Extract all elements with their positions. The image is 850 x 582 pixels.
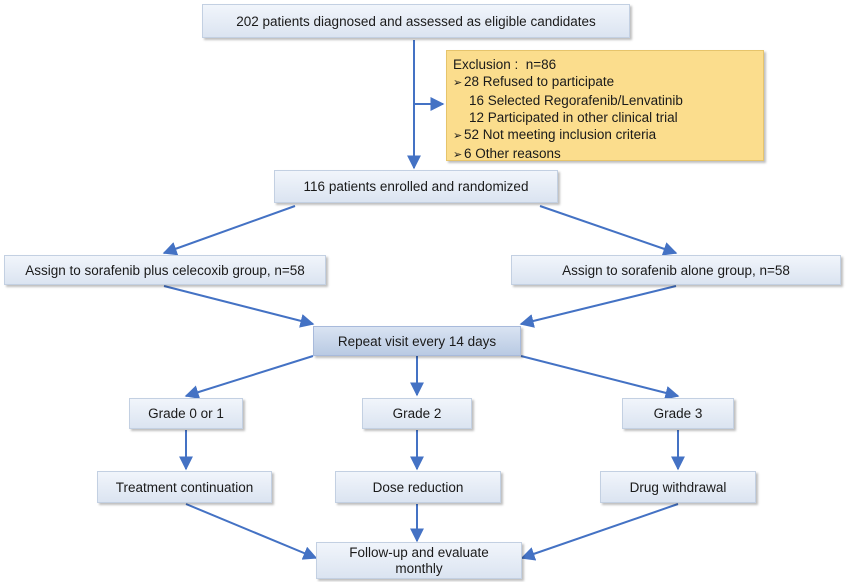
eligible-box: 202 patients diagnosed and assessed as e…	[202, 4, 630, 38]
arrow-continuation-to-followup	[185, 503, 318, 560]
exclusion-title: Exclusion : n=86	[453, 57, 557, 72]
grade01-box: Grade 0 or 1	[129, 398, 243, 429]
arrow-combo-to-repeat	[163, 285, 315, 328]
grade01-text: Grade 0 or 1	[148, 406, 224, 421]
alone-group-box: Assign to sorafenib alone group, n=58	[511, 255, 841, 285]
grade3-text: Grade 3	[653, 406, 703, 421]
arrow-repeat-to-grade01	[184, 355, 314, 399]
exclusion-item: 16 Selected Regorafenib/Lenvatinib	[469, 93, 683, 108]
dose-reduction-box: Dose reduction	[335, 471, 501, 503]
repeat-visit-text: Repeat visit every 14 days	[337, 333, 497, 349]
arrow-enrolled-to-combo	[162, 205, 296, 256]
arrow-enrolled-to-alone	[539, 205, 678, 256]
arrow-repeat-to-grade3	[520, 355, 680, 400]
continuation-text: Treatment continuation	[115, 479, 254, 495]
arrow-bullet-icon: ➢	[453, 130, 463, 142]
arrow-withdrawal-to-followup	[520, 503, 679, 561]
exclusion-item: 12 Participated in other clinical trial	[469, 110, 678, 125]
exclusion-item: ➢6 Other reasons	[453, 145, 757, 164]
enrolled-box: 116 patients enrolled and randomized	[274, 170, 558, 203]
grade2-box: Grade 2	[362, 398, 472, 429]
dose-reduction-text: Dose reduction	[372, 479, 464, 495]
exclusion-item: ➢28 Refused to participate	[453, 73, 757, 92]
arrow-bullet-icon: ➢	[453, 149, 463, 161]
alone-group-text: Assign to sorafenib alone group, n=58	[562, 262, 790, 278]
enrolled-text: 116 patients enrolled and randomized	[303, 179, 529, 194]
arrow-alone-to-repeat	[519, 285, 677, 328]
grade2-text: Grade 2	[392, 406, 442, 421]
eligible-text: 202 patients diagnosed and assessed as e…	[236, 13, 596, 29]
followup-box: Follow-up and evaluate monthly	[316, 542, 522, 579]
exclusion-box: Exclusion : n=86 ➢28 Refused to particip…	[446, 50, 764, 161]
combo-group-box: Assign to sorafenib plus celecoxib group…	[4, 255, 326, 285]
followup-text: Follow-up and evaluate monthly	[349, 544, 489, 576]
withdrawal-text: Drug withdrawal	[629, 479, 727, 495]
continuation-box: Treatment continuation	[97, 471, 272, 503]
grade3-box: Grade 3	[622, 398, 734, 429]
withdrawal-box: Drug withdrawal	[600, 471, 756, 503]
arrow-bullet-icon: ➢	[453, 77, 463, 89]
combo-group-text: Assign to sorafenib plus celecoxib group…	[25, 262, 305, 278]
exclusion-item: ➢52 Not meeting inclusion criteria	[453, 126, 757, 145]
repeat-visit-box: Repeat visit every 14 days	[313, 326, 521, 356]
